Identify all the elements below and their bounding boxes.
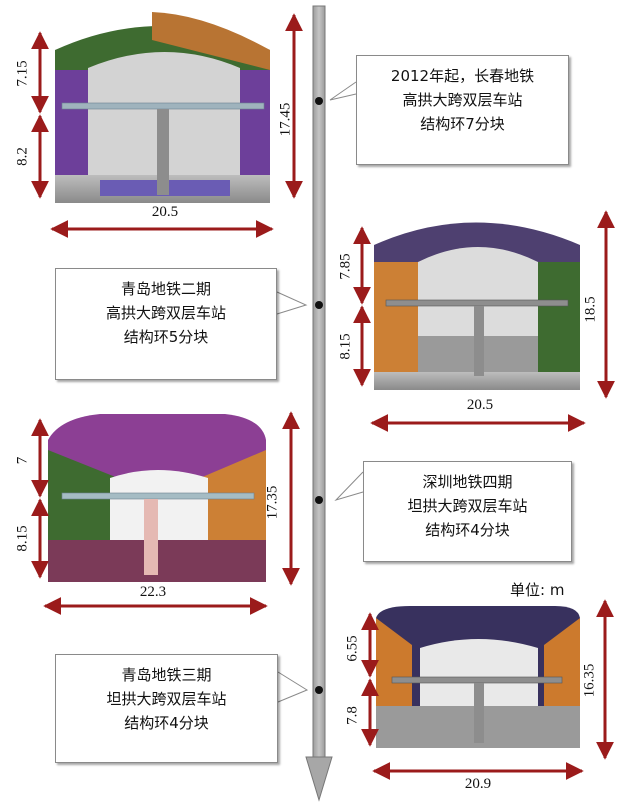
callout-station-4: 青岛地铁三期 坦拱大跨双层车站 结构环4分块 bbox=[55, 654, 278, 763]
s1-upper-height-label: 7.15 bbox=[14, 60, 31, 87]
station-3-model bbox=[48, 414, 266, 582]
callout-line: 高拱大跨双层车站 bbox=[105, 304, 226, 322]
station-4-model bbox=[376, 606, 580, 748]
callout-line: 青岛地铁三期 bbox=[121, 666, 212, 684]
s4-lower-height-label: 7.8 bbox=[344, 706, 361, 725]
s4-total-height-label: 16.35 bbox=[581, 663, 598, 698]
s2-total-height-label: 18.5 bbox=[582, 296, 599, 323]
timeline-dot-2 bbox=[315, 301, 323, 309]
s4-upper-height-label: 6.55 bbox=[344, 635, 361, 662]
callout-line: 结构环5分块 bbox=[123, 328, 209, 346]
callout-line: 2012年起，长春地铁 bbox=[390, 67, 535, 85]
callout-station-2: 青岛地铁二期 高拱大跨双层车站 结构环5分块 bbox=[55, 268, 277, 380]
callout-station-3: 深圳地铁四期 坦拱大跨双层车站 结构环4分块 bbox=[363, 461, 572, 562]
s2-upper-height-label: 7.85 bbox=[337, 253, 354, 280]
callout-line: 高拱大跨双层车站 bbox=[402, 91, 523, 109]
callout-line: 深圳地铁四期 bbox=[422, 473, 513, 491]
callout-line: 青岛地铁二期 bbox=[120, 280, 211, 298]
station-1-model bbox=[55, 12, 270, 203]
callout-line: 坦拱大跨双层车站 bbox=[407, 497, 528, 515]
station-2-model bbox=[374, 222, 580, 390]
s4-width-label: 20.9 bbox=[464, 776, 492, 792]
dimension-arrows bbox=[31, 13, 615, 780]
s2-width-label: 20.5 bbox=[466, 397, 494, 413]
s1-total-height-label: 17.45 bbox=[277, 102, 294, 137]
callout-line: 结构环4分块 bbox=[425, 521, 510, 539]
callout-pointers bbox=[276, 81, 364, 703]
timeline-dot-3 bbox=[315, 496, 323, 504]
timeline-axis bbox=[305, 5, 333, 802]
s1-width-label: 20.5 bbox=[151, 204, 179, 220]
timeline-dot-4 bbox=[315, 686, 323, 694]
s3-width-label: 22.3 bbox=[139, 584, 167, 600]
callout-station-1: 2012年起，长春地铁 高拱大跨双层车站 结构环7分块 bbox=[356, 55, 569, 165]
timeline-dot-1 bbox=[315, 97, 323, 105]
s3-total-height-label: 17.35 bbox=[264, 485, 281, 520]
callout-line: 坦拱大跨双层车站 bbox=[106, 690, 227, 708]
callout-line: 结构环4分块 bbox=[124, 714, 209, 732]
s3-upper-height-label: 7 bbox=[14, 456, 31, 465]
s2-lower-height-label: 8.15 bbox=[337, 333, 354, 360]
unit-label: 单位: m bbox=[510, 581, 565, 599]
callout-line: 结构环7分块 bbox=[420, 115, 505, 133]
s3-lower-height-label: 8.15 bbox=[14, 525, 31, 552]
s1-lower-height-label: 8.2 bbox=[14, 147, 31, 166]
